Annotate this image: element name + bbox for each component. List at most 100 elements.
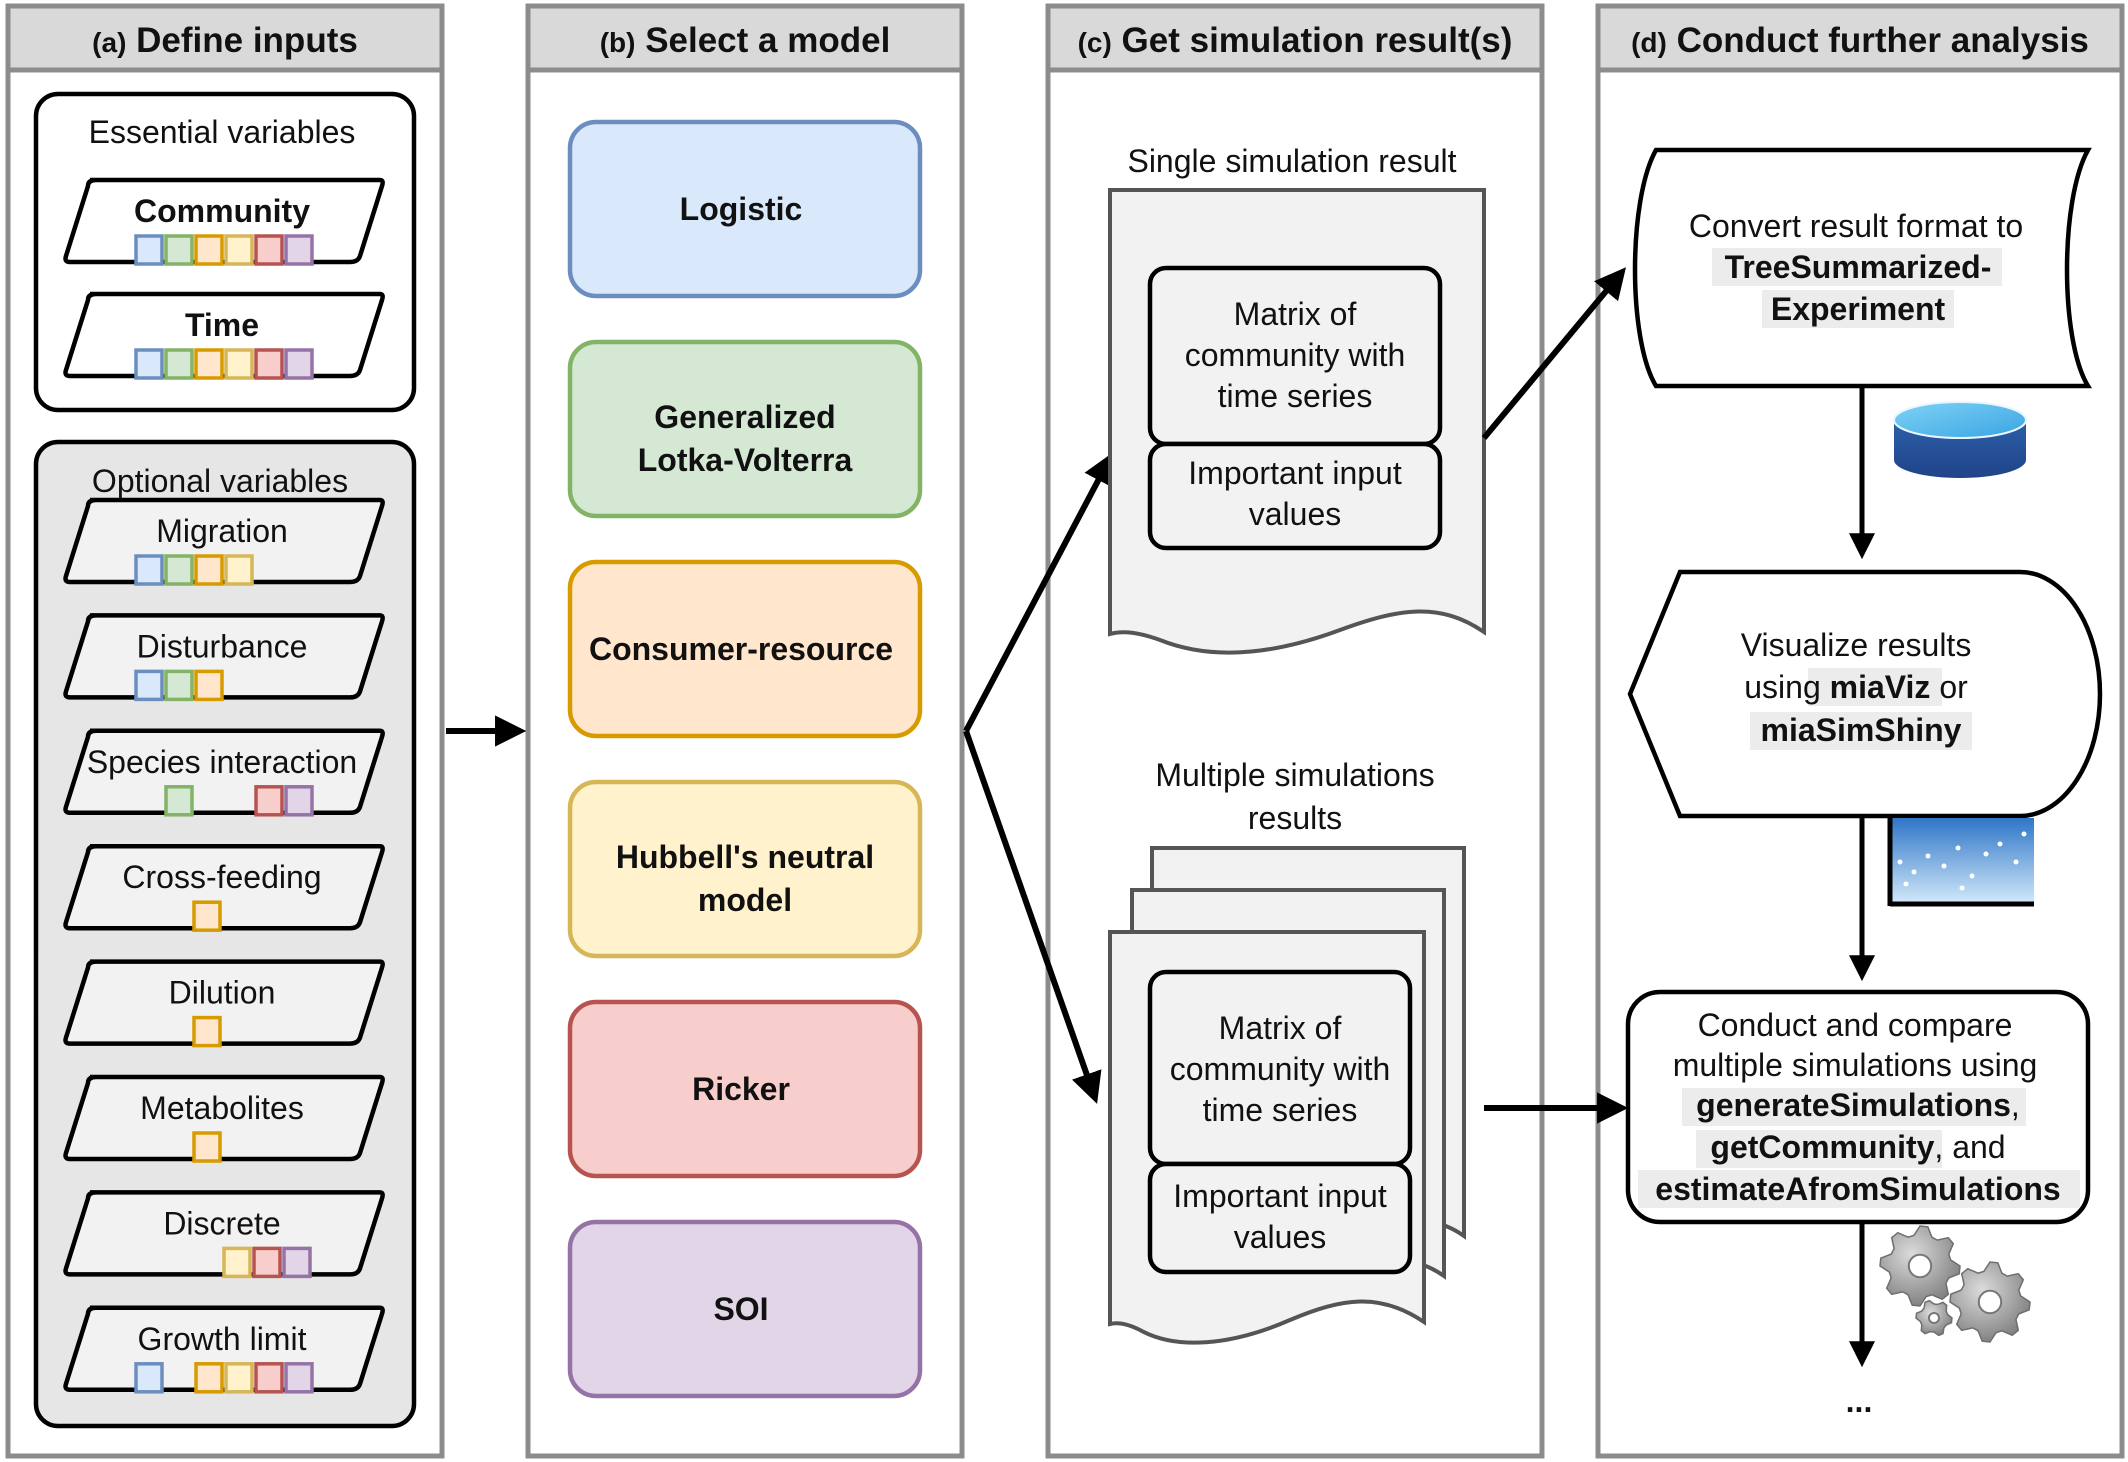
model-tab-glv [164, 234, 194, 266]
multiple-input-line-2: values [1234, 1219, 1327, 1255]
single-matrix-line-3: time series [1218, 378, 1373, 414]
variable-dilution: Dilution [63, 959, 385, 1048]
model-label: SOI [713, 1291, 768, 1327]
arrow-models-to-multiple-results [963, 730, 1102, 1104]
single-matrix-line-1: Matrix of [1234, 296, 1357, 332]
arrow-models-to-single-result [963, 452, 1113, 733]
model-soi: SOI [567, 1219, 923, 1399]
variable-label: Growth limit [138, 1321, 307, 1357]
model-consumer_resource: Consumer-resource [567, 559, 923, 739]
multiple-input-line-1: Important input [1173, 1178, 1387, 1214]
model-tab-consumer_resource [194, 348, 224, 380]
visualize-line-1: Visualize results [1741, 627, 1972, 663]
variable-label: Community [134, 193, 310, 229]
model-tab-soi [284, 348, 314, 380]
model-tab-ricker [252, 1246, 282, 1279]
model-tab-consumer_resource [194, 554, 224, 586]
variable-migration: Migration [63, 497, 385, 586]
visualize-code-highlight-2 [1750, 712, 1972, 750]
scatter-plot-icon [1887, 818, 2034, 907]
single-input-line-1: Important input [1188, 455, 1402, 491]
single-input-line-2: values [1249, 496, 1342, 532]
single-matrix-box: Matrix of community with time series [1147, 265, 1443, 447]
multiple-matrix-box: Matrix of community with time series [1147, 969, 1413, 1167]
model-tab-soi [284, 234, 314, 266]
panel-d-title: (d) Conduct further analysis [1631, 21, 2089, 60]
multiple-matrix-line-2: community with [1170, 1051, 1391, 1087]
model-tab-consumer_resource [194, 1362, 224, 1394]
model-tab-glv [164, 669, 194, 702]
compare-line-2: multiple simulations using [1673, 1047, 2038, 1083]
model-label: Consumer-resource [589, 631, 893, 667]
variable-growth-limit: Growth limit [63, 1305, 385, 1394]
variable-discrete: Discrete [63, 1190, 385, 1279]
compare-code-highlight-3 [1638, 1170, 2080, 1208]
ellipsis-more-analysis: ... [1846, 1383, 1873, 1419]
optional-variables-title: Optional variables [92, 463, 348, 499]
visualize-code-highlight-1 [1808, 668, 1942, 706]
multiple-results-title-line-1: Multiple simulations [1155, 757, 1434, 793]
model-tab-soi [284, 1362, 314, 1394]
model-logistic: Logistic [567, 119, 923, 299]
model-tab-glv [164, 348, 194, 380]
panel-c-title: (c) Get simulation result(s) [1078, 21, 1513, 60]
model-tab-consumer_resource [192, 900, 222, 932]
database-icon [1893, 401, 2027, 478]
model-list: LogisticGeneralizedLotka-VolterraConsume… [567, 119, 923, 1399]
variable-label: Metabolites [140, 1090, 304, 1126]
model-label-line-1: Hubbell's neutral [616, 839, 874, 875]
convert-line-1: Convert result format to [1689, 208, 2023, 244]
model-tab-ricker [254, 1362, 284, 1394]
compare-code-highlight-2 [1696, 1130, 1942, 1168]
variable-label: Cross-feeding [122, 859, 321, 895]
panel-b-title: (b) Select a model [600, 21, 891, 60]
model-tab-ricker [254, 785, 284, 817]
variable-label: Species interaction [87, 744, 357, 780]
variable-metabolites: Metabolites [63, 1074, 385, 1163]
model-label: Ricker [692, 1071, 790, 1107]
compare-code-3: estimateAfromSimulations [1655, 1171, 2060, 1207]
model-label: Logistic [680, 191, 803, 227]
convert-code-highlight-2 [1762, 290, 1954, 328]
model-tab-hubbell [224, 348, 254, 380]
model-tab-ricker [254, 234, 284, 266]
model-label-line-2: Lotka-Volterra [638, 442, 853, 478]
visualize-box: Visualize results using miaViz or miaSim… [1627, 569, 2103, 819]
model-tab-logistic [134, 554, 164, 586]
model-ricker: Ricker [567, 999, 923, 1179]
variable-label: Dilution [169, 975, 276, 1011]
compare-line-3: generateSimulations, [1696, 1087, 2020, 1123]
variable-time: Time [63, 291, 385, 380]
compare-line-4: getCommunity, and [1710, 1129, 2005, 1165]
model-tab-hubbell [224, 1362, 254, 1394]
model-tab-logistic [134, 669, 164, 702]
single-input-values-box: Important input values [1147, 441, 1443, 551]
model-tab-consumer_resource [194, 669, 224, 702]
variable-disturbance: Disturbance [63, 613, 385, 702]
convert-code-1: TreeSummarized- [1725, 249, 1992, 285]
model-tab-soi [282, 1246, 312, 1279]
multiple-results-title-line-2: results [1248, 800, 1342, 836]
convert-code-highlight-1 [1712, 248, 2002, 286]
panel-a-title: (a) Define inputs [92, 21, 358, 60]
model-label-line-2: model [698, 882, 792, 918]
model-tab-logistic [134, 1362, 164, 1394]
variable-label: Disturbance [137, 628, 308, 664]
model-tab-ricker [254, 348, 284, 380]
model-tab-hubbell [222, 1246, 252, 1279]
convert-format-box: Convert result format to TreeSummarized-… [1632, 147, 2092, 389]
variable-label: Migration [156, 513, 288, 549]
model-tab-glv [164, 785, 194, 817]
model-tab-hubbell [224, 554, 254, 586]
multiple-matrix-line-1: Matrix of [1219, 1010, 1342, 1046]
visualize-code-2: miaSimShiny [1761, 712, 1962, 748]
model-tab-logistic [134, 348, 164, 380]
model-tab-hubbell [224, 234, 254, 266]
compare-line-1: Conduct and compare [1698, 1007, 2013, 1043]
model-tab-consumer_resource [192, 1131, 222, 1163]
gears-icon [1879, 1225, 2031, 1343]
compare-simulations-box: Conduct and compare multiple simulations… [1625, 989, 2091, 1225]
